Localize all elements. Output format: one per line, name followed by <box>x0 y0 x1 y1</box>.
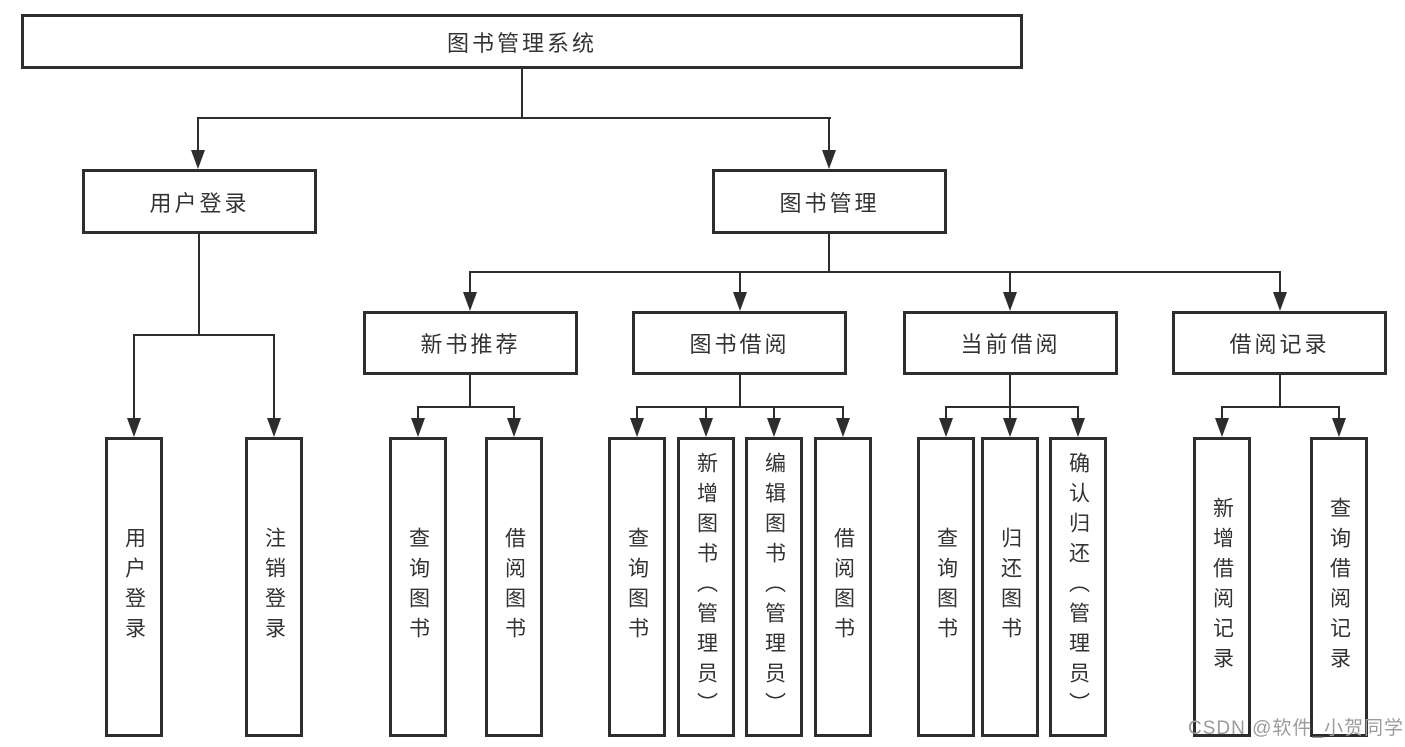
leaf-query-books-current: 查询图书 <box>917 437 975 737</box>
arrow-down-icon <box>767 418 781 437</box>
leaf-query-books-borrow: 查询图书 <box>608 437 666 737</box>
arrow-down-icon <box>939 418 953 437</box>
node-book-management: 图书管理 <box>712 169 947 234</box>
arrow-down-icon <box>1215 418 1229 437</box>
connector-user-login-drop <box>197 117 199 154</box>
leaf-user-login: 用户登录 <box>105 437 163 737</box>
arrow-down-icon <box>463 292 477 311</box>
leaf-borrow-books-label: 借阅图书 <box>831 527 855 647</box>
leaf-return-book-label: 归还图书 <box>998 527 1022 647</box>
connector-leaf-drop <box>1221 406 1223 422</box>
leaf-add-borrow-record-label: 新增借阅记录 <box>1210 497 1234 677</box>
connector-leaf-drop <box>513 406 515 422</box>
connector-category-drop <box>1009 271 1011 296</box>
node-user-login-label: 用户登录 <box>149 190 250 216</box>
connector-book-mgmt-drop <box>828 117 830 154</box>
leaf-query-borrow-record: 查询借阅记录 <box>1310 437 1368 737</box>
arrow-down-icon <box>267 418 281 437</box>
connector-leaf-drop <box>1077 406 1079 422</box>
connector-leaf-drop <box>705 406 707 422</box>
connector-user-login-rail <box>133 334 275 336</box>
connector-category-drop <box>1279 271 1281 296</box>
arrow-down-icon <box>191 150 205 169</box>
connector-leaf-drop <box>417 406 419 422</box>
arrow-down-icon <box>1273 292 1287 311</box>
connector-book-borrow-rail <box>636 406 844 408</box>
node-new-book-recommend-label: 新书推荐 <box>420 332 521 357</box>
connector-book-borrow-stem <box>739 375 741 407</box>
csdn-watermark: CSDN @软件_小贺同学 <box>1188 718 1404 739</box>
arrow-down-icon <box>822 150 836 169</box>
leaf-confirm-return-admin-label: 确认归还（管理员） <box>1066 452 1090 722</box>
connector-leaf-drop <box>1009 406 1011 422</box>
node-book-borrow: 图书借阅 <box>632 311 847 375</box>
leaf-borrow-books: 借阅图书 <box>814 437 872 737</box>
arrow-down-icon <box>127 418 141 437</box>
arrow-down-icon <box>507 418 521 437</box>
leaf-return-book: 归还图书 <box>981 437 1039 737</box>
connector-new-rec-rail <box>417 406 515 408</box>
connector-category-drop <box>469 271 471 296</box>
node-root-label: 图书管理系统 <box>446 30 597 56</box>
connector-category-drop <box>739 271 741 296</box>
arrow-down-icon <box>733 292 747 311</box>
node-borrow-records-label: 借阅记录 <box>1229 332 1330 357</box>
connector-leaf-drop <box>636 406 638 422</box>
arrow-down-icon <box>836 418 850 437</box>
leaf-query-books-current-label: 查询图书 <box>934 527 958 647</box>
connector-new-rec-stem <box>469 375 471 407</box>
arrow-down-icon <box>699 418 713 437</box>
connector-leaf-drop <box>273 334 275 422</box>
connector-current-borrow-stem <box>1009 375 1011 407</box>
arrow-down-icon <box>1003 418 1017 437</box>
connector-leaf-drop <box>945 406 947 422</box>
leaf-query-borrow-record-label: 查询借阅记录 <box>1327 497 1351 677</box>
connector-borrow-records-stem <box>1279 375 1281 407</box>
leaf-edit-book-admin-label: 编辑图书（管理员） <box>762 452 786 722</box>
leaf-add-book-admin-label: 新增图书（管理员） <box>694 452 718 722</box>
leaf-query-books-recommend-label: 查询图书 <box>406 527 430 647</box>
connector-leaf-drop <box>133 334 135 422</box>
connector-level2-rail <box>469 271 1281 273</box>
leaf-add-borrow-record: 新增借阅记录 <box>1193 437 1251 737</box>
leaf-borrow-books-recommend: 借阅图书 <box>485 437 543 737</box>
node-user-login: 用户登录 <box>82 169 317 234</box>
arrow-down-icon <box>1071 418 1085 437</box>
leaf-user-login-label: 用户登录 <box>122 527 146 647</box>
node-new-book-recommend: 新书推荐 <box>363 311 578 375</box>
connector-borrow-records-rail <box>1221 406 1340 408</box>
leaf-query-books-borrow-label: 查询图书 <box>625 527 649 647</box>
connector-leaf-drop <box>842 406 844 422</box>
connector-book-mgmt-stem <box>828 234 830 273</box>
connector-current-borrow-rail <box>945 406 1079 408</box>
leaf-logout: 注销登录 <box>245 437 303 737</box>
arrow-down-icon <box>630 418 644 437</box>
node-current-borrow-label: 当前借阅 <box>960 332 1061 357</box>
connector-user-login-stem <box>198 234 200 336</box>
connector-level1-rail <box>197 117 831 119</box>
leaf-edit-book-admin: 编辑图书（管理员） <box>745 437 803 737</box>
leaf-confirm-return-admin: 确认归还（管理员） <box>1049 437 1107 737</box>
leaf-logout-label: 注销登录 <box>262 527 286 647</box>
node-book-management-label: 图书管理 <box>779 190 880 216</box>
connector-leaf-drop <box>1338 406 1340 422</box>
connector-leaf-drop <box>773 406 775 422</box>
connector-root-stem <box>521 69 523 118</box>
leaf-query-books-recommend: 查询图书 <box>389 437 447 737</box>
node-book-borrow-label: 图书借阅 <box>689 332 790 357</box>
arrow-down-icon <box>411 418 425 437</box>
leaf-borrow-books-recommend-label: 借阅图书 <box>502 527 526 647</box>
leaf-add-book-admin: 新增图书（管理员） <box>677 437 735 737</box>
node-borrow-records: 借阅记录 <box>1172 311 1387 375</box>
node-root: 图书管理系统 <box>21 14 1023 69</box>
node-current-borrow: 当前借阅 <box>903 311 1118 375</box>
arrow-down-icon <box>1332 418 1346 437</box>
arrow-down-icon <box>1003 292 1017 311</box>
